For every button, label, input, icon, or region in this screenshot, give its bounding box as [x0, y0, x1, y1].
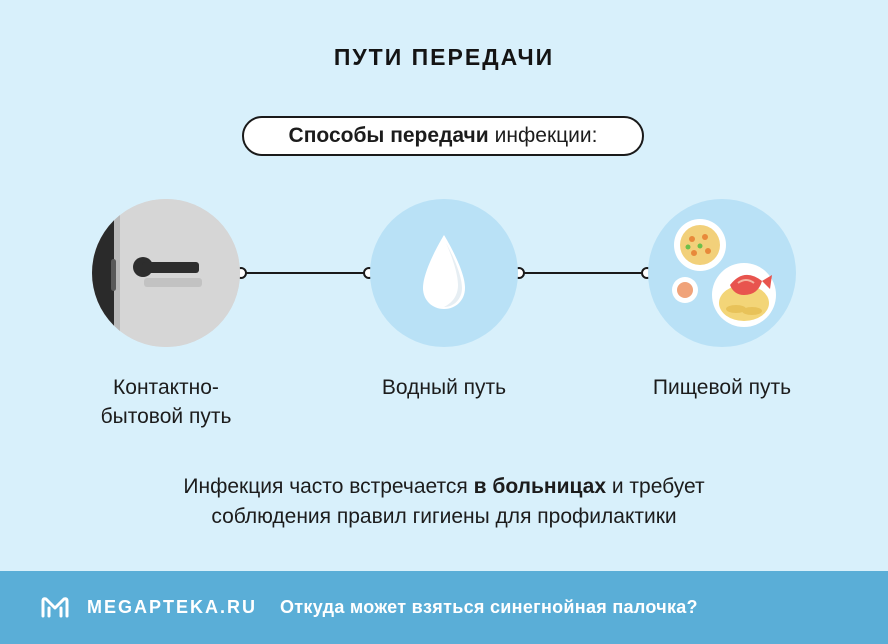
footer-article-title[interactable]: Откуда может взяться синегнойная палочка… — [280, 597, 698, 617]
route-food-label: Пищевой путь — [652, 376, 792, 399]
footer-bar — [0, 571, 888, 644]
description-line2: соблюдения правил гигиены для профилакти… — [211, 505, 677, 528]
route-water-circle — [370, 199, 518, 347]
route-contact-label: Контактно- бытовой путь — [66, 373, 266, 431]
route-contact-label-line2: бытовой путь — [100, 405, 232, 428]
description-part1: Инфекция часто встречается — [183, 475, 468, 498]
route-contact-circle — [92, 199, 240, 347]
subtitle-bold: Способы передачи — [288, 124, 489, 147]
door-handle-icon — [92, 199, 240, 347]
route-water-label: Водный путь — [381, 376, 507, 399]
description-part2: и требует — [611, 475, 705, 498]
megapteka-logo-icon[interactable] — [40, 596, 70, 618]
description-bold: в больницах — [473, 475, 606, 498]
page-title: ПУТИ ПЕРЕДАЧИ — [333, 44, 555, 70]
subtitle-rest: инфекции: — [494, 124, 598, 147]
subtitle-pill: Способы передачи инфекции: — [242, 116, 644, 156]
footer-brand[interactable]: MEGAPTEKA.RU — [87, 597, 258, 617]
food-plates-icon — [672, 219, 776, 327]
water-drop-icon — [423, 235, 465, 309]
route-contact-label-line1: Контактно- — [113, 376, 219, 399]
description: Инфекция часто встречается в больницах и… — [100, 472, 788, 532]
route-food-circle — [648, 199, 796, 347]
